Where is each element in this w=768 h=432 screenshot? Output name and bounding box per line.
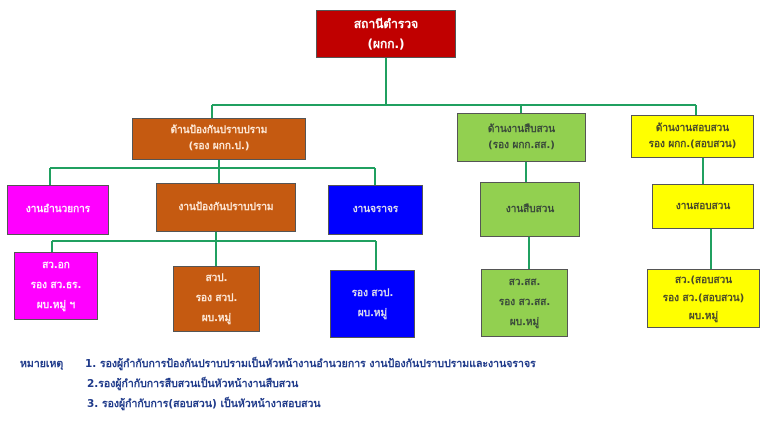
box-title: งานป้องกันปราบปราม [178, 201, 274, 213]
admin-staff-box: สว.อก รอง สว.ธร. ผบ.หมู่ ฯ [14, 252, 98, 320]
admin-unit-box: งานอำนวยการ [7, 185, 109, 235]
note-item: 2.รองผู้กำกับการสืบสวนเป็นหัวหน้างานสืบส… [87, 378, 299, 390]
inquiry-staff-box: สว.(สอบสวน รอง สว.(สอบสวน) ผบ.หมู่ [647, 269, 760, 328]
box-subtitle: รอง ผกก.(สอบสวน) [648, 138, 737, 150]
staff-line: ผบ.หมู่ [688, 310, 719, 322]
prevention-staff-box: สวป. รอง สวป. ผบ.หมู่ [173, 266, 260, 332]
note-item: 1. รองผู้กำกับการป้องกันปราบปรามเป็นหัวห… [85, 358, 536, 370]
staff-line: รอง สวป. [351, 288, 394, 299]
staff-line: รอง สว.(สอบสวน) [662, 292, 745, 304]
traffic-unit-box: งานจราจร [328, 185, 423, 235]
staff-line: ผบ.หมู่ [509, 317, 540, 328]
box-title: งานสืบสวน [505, 203, 555, 215]
prevention-unit-box: งานป้องกันปราบปราม [156, 183, 296, 232]
inquiry-unit-box: งานสอบสวน [652, 184, 754, 229]
box-subtitle: (ผกก.) [367, 37, 405, 51]
box-title: งานอำนวยการ [25, 204, 91, 215]
staff-line: ผบ.หมู่ ฯ [36, 300, 76, 311]
box-title: ด้านงานสืบสวน [487, 123, 556, 135]
staff-line: สว.อก [42, 260, 70, 271]
investigation-unit-box: งานสืบสวน [480, 182, 580, 237]
box-title: งานจราจร [352, 204, 399, 215]
police-station-box: สถานีตำรวจ (ผกก.) [316, 10, 456, 58]
investigation-division-box: ด้านงานสืบสวน (รอง ผกก.สส.) [457, 113, 586, 162]
staff-line: ผบ.หมู่ [357, 308, 388, 319]
notes-label: หมายเหตุ [20, 358, 64, 370]
prevention-division-box: ด้านป้องกันปราบปราม (รอง ผกก.ป.) [132, 118, 306, 160]
staff-line: สว.สส. [508, 277, 541, 288]
traffic-staff-box: รอง สวป. ผบ.หมู่ [330, 270, 415, 338]
staff-line: สวป. [205, 273, 228, 284]
staff-line: รอง สว.สส. [498, 297, 551, 308]
box-subtitle: (รอง ผกก.สส.) [488, 139, 555, 151]
box-subtitle: (รอง ผกก.ป.) [188, 141, 250, 152]
box-title: งานสอบสวน [675, 200, 731, 212]
box-title: สถานีตำรวจ [353, 17, 419, 31]
inquiry-division-box: ด้านงานสอบสวน รอง ผกก.(สอบสวน) [631, 115, 754, 158]
note-item: 3. รองผู้กำกับการ(สอบสวน) เป็นหัวหน้างาส… [87, 398, 321, 410]
box-title: ด้านงานสอบสวน [655, 122, 730, 134]
investigation-staff-box: สว.สส. รอง สว.สส. ผบ.หมู่ [481, 269, 568, 337]
staff-line: รอง สวป. [195, 293, 238, 304]
staff-line: รอง สว.ธร. [30, 280, 82, 291]
staff-line: ผบ.หมู่ [201, 313, 232, 324]
staff-line: สว.(สอบสวน [674, 274, 733, 286]
box-title: ด้านป้องกันปราบปราม [170, 125, 268, 136]
